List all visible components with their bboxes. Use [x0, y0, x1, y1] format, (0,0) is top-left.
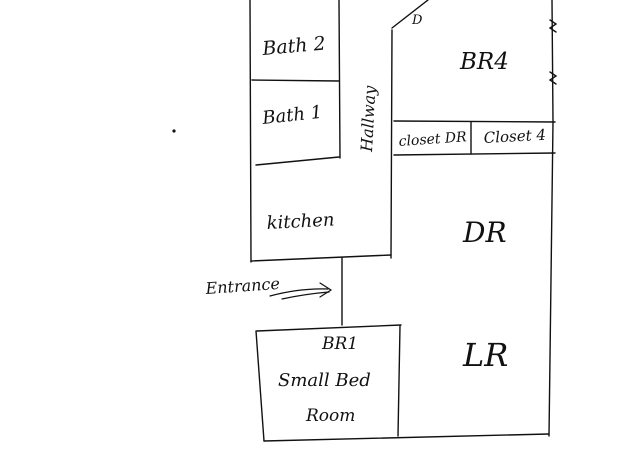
bath1-bottom-wall [255, 156, 340, 166]
closet-band-top-wall [393, 120, 556, 123]
label-dr: DR [462, 216, 507, 249]
walls [249, 0, 556, 442]
label-closet4: Closet 4 [483, 126, 546, 147]
outer-right-wall-upper [551, 0, 554, 123]
hallway-right-wall [390, 29, 393, 259]
window-marks [548, 19, 558, 85]
label-br4: BR4 [459, 49, 509, 75]
window-mark [548, 71, 558, 85]
closet-band-bottom-wall [393, 152, 556, 156]
br1-top-wall [256, 324, 402, 332]
label-br1-name-line1: Small Bed [278, 370, 371, 391]
label-bath2: Bath 2 [261, 33, 327, 61]
bath-right-wall [338, 0, 341, 159]
label-hallway: Hallway [357, 84, 380, 153]
label-bath1: Bath 1 [260, 102, 323, 129]
label-br1: BR1 [321, 334, 358, 354]
br4-door-wall [391, 0, 429, 29]
window-mark [548, 19, 558, 33]
bath-divider-wall [251, 79, 340, 82]
entrance-arrow-icon [269, 282, 333, 300]
label-closet-dr: closet DR [398, 129, 467, 150]
bath-left-wall [249, 0, 252, 263]
kitchen-bottom-wall [250, 254, 392, 262]
outer-bottom-wall [263, 433, 550, 442]
br1-right-wall [397, 325, 401, 437]
label-entrance: Entrance [204, 274, 280, 298]
label-door-marker: D [411, 13, 423, 28]
br1-left-wall [255, 330, 265, 442]
outer-right-wall-lower [548, 121, 554, 437]
label-br1-name-line2: Room [305, 406, 355, 426]
stray-dot [172, 129, 176, 133]
label-kitchen: kitchen [266, 209, 335, 234]
label-lr: LR [462, 336, 508, 374]
